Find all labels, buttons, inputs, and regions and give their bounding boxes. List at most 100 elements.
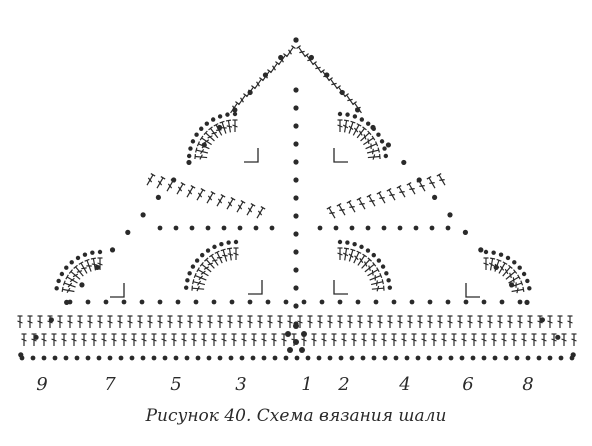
chain-dot	[189, 225, 195, 231]
double-crochet-symbol	[567, 315, 573, 328]
double-crochet-symbol	[467, 315, 473, 328]
double-crochet-symbol	[278, 53, 288, 66]
double-crochet-symbol	[191, 285, 205, 292]
double-crochet-symbol	[307, 315, 313, 328]
chain-dot	[293, 323, 299, 329]
chain-dot	[305, 355, 311, 361]
double-crochet-symbol	[505, 269, 518, 280]
chain-dot	[155, 194, 161, 201]
double-crochet-symbol	[233, 247, 239, 260]
chain-dot	[157, 299, 163, 305]
double-crochet-symbol	[21, 333, 27, 346]
double-crochet-symbol	[365, 141, 379, 150]
double-crochet-symbol	[367, 153, 381, 160]
double-crochet-symbol	[497, 315, 503, 328]
chain-dot	[517, 265, 522, 270]
chain-dot	[415, 355, 421, 361]
double-crochet-symbol	[77, 315, 83, 328]
chain-dot	[56, 278, 61, 284]
double-crochet-symbol	[551, 333, 557, 346]
chain-dot	[41, 355, 47, 361]
double-crochet-symbol	[216, 194, 226, 207]
double-crochet-symbol	[502, 264, 513, 277]
chain-dot	[187, 271, 192, 276]
double-crochet-symbol	[131, 333, 137, 346]
chain-dot	[373, 299, 379, 305]
chain-dot	[157, 225, 163, 231]
double-crochet-symbol	[364, 261, 377, 273]
double-crochet-symbol	[351, 333, 357, 346]
double-crochet-symbol	[511, 286, 525, 294]
double-crochet-symbol	[246, 203, 256, 216]
double-crochet-symbol	[208, 253, 219, 266]
chain-dot	[427, 299, 433, 305]
row-label-7: 7	[104, 374, 116, 395]
double-crochet-symbol	[371, 285, 385, 292]
chain-dot	[569, 355, 575, 361]
chain-dot	[393, 355, 399, 361]
double-crochet-symbol	[342, 247, 350, 261]
stitch-chart	[17, 37, 577, 361]
chain-dot	[232, 111, 238, 117]
double-crochet-symbol	[447, 315, 453, 328]
double-crochet-symbol	[347, 315, 353, 328]
double-crochet-symbol	[487, 315, 493, 328]
chain-dot	[492, 355, 498, 361]
double-crochet-symbol	[336, 203, 346, 216]
chain-dot	[265, 299, 271, 305]
chain-dot	[462, 229, 468, 235]
chain-dot	[397, 225, 403, 231]
double-crochet-symbol	[436, 173, 446, 186]
double-crochet-symbol	[357, 315, 363, 328]
chain-dot	[96, 355, 102, 361]
chain-dot	[385, 142, 391, 148]
double-crochet-symbol	[457, 315, 463, 328]
chain-dot	[247, 299, 253, 305]
double-crochet-symbol	[61, 286, 75, 294]
row-label-4: 4	[399, 374, 411, 395]
double-crochet-symbol	[232, 119, 238, 132]
chain-dot	[447, 212, 453, 218]
corner-bracket	[465, 283, 480, 298]
chain-dot	[287, 347, 293, 353]
chain-dot	[205, 248, 211, 253]
row-label-1: 1	[301, 374, 313, 395]
chain-dot	[229, 299, 235, 305]
chain-dot	[371, 252, 376, 258]
chain-dot	[432, 194, 438, 201]
double-crochet-symbol	[304, 53, 314, 66]
double-crochet-symbol	[336, 85, 346, 98]
chain-dot	[352, 114, 358, 119]
chain-dot	[217, 355, 223, 361]
chain-dot	[380, 264, 386, 269]
chain-dot	[210, 117, 216, 122]
double-crochet-symbol	[321, 333, 327, 346]
row-label-5: 5	[170, 374, 182, 395]
double-crochet-symbol	[511, 333, 517, 346]
chain-dot	[239, 355, 245, 361]
double-crochet-symbol	[226, 247, 234, 261]
chain-dot	[413, 225, 419, 231]
chain-dot	[404, 355, 410, 361]
chain-dot	[85, 355, 91, 361]
chain-dot	[139, 299, 145, 305]
chain-dot	[383, 153, 389, 159]
double-crochet-symbol	[531, 333, 537, 346]
chain-dot	[301, 299, 307, 305]
chain-dot	[293, 87, 299, 93]
double-crochet-symbol	[320, 69, 330, 82]
chain-dot	[338, 355, 344, 361]
double-crochet-symbol	[146, 173, 156, 186]
double-crochet-symbol	[101, 333, 107, 346]
chain-dot	[527, 286, 532, 291]
double-crochet-symbol	[192, 279, 206, 286]
double-crochet-symbol	[97, 257, 103, 270]
chain-dot	[319, 299, 325, 305]
double-crochet-symbol	[47, 315, 53, 328]
chain-dot	[337, 239, 343, 245]
double-crochet-symbol	[352, 101, 362, 114]
chain-dot	[376, 258, 382, 263]
chain-dot	[190, 264, 196, 269]
double-crochet-symbol	[377, 315, 383, 328]
double-crochet-symbol	[214, 250, 223, 264]
